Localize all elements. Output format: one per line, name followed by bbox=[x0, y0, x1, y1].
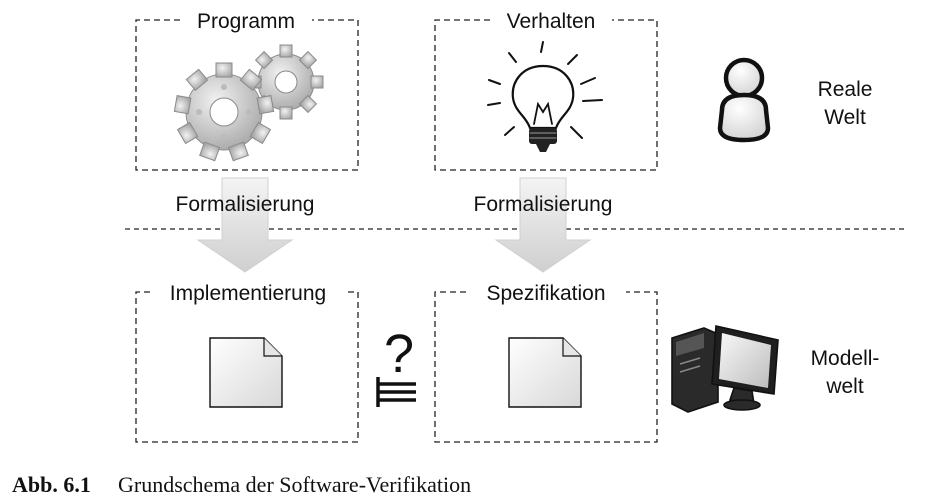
implementierung-box bbox=[135, 291, 359, 443]
implementierung-label: Implementierung bbox=[170, 282, 326, 305]
formalisierung-arrow-right bbox=[494, 177, 592, 273]
formalisierung-label-left: Formalisierung bbox=[176, 193, 315, 216]
figure-caption-text: Grundschema der Software-Verifikation bbox=[118, 472, 471, 497]
verhalten-box bbox=[434, 19, 658, 171]
document-icon-implementierung bbox=[209, 337, 283, 408]
formalisierung-arrow-left bbox=[196, 177, 294, 273]
question-mark: ? bbox=[384, 324, 414, 384]
model-world-label-line2: welt bbox=[825, 375, 864, 398]
models-turnstile-icon bbox=[376, 377, 416, 407]
figure-caption-number: Abb. 6.1 bbox=[12, 472, 91, 497]
verhalten-label: Verhalten bbox=[507, 10, 596, 33]
real-world-label-line2: Welt bbox=[824, 106, 866, 129]
programm-box bbox=[135, 19, 359, 171]
gears-icon bbox=[173, 44, 324, 162]
computer-icon bbox=[671, 325, 779, 413]
document-icon-spezifikation bbox=[508, 337, 582, 408]
formalisierung-label-right: Formalisierung bbox=[474, 193, 613, 216]
lightbulb-icon bbox=[487, 41, 603, 152]
programm-label: Programm bbox=[197, 10, 295, 33]
person-icon bbox=[717, 57, 771, 143]
model-world-label-line1: Modell- bbox=[811, 347, 880, 370]
spezifikation-box bbox=[434, 291, 658, 443]
spezifikation-label: Spezifikation bbox=[486, 282, 605, 305]
real-world-label-line1: Reale bbox=[818, 78, 873, 101]
